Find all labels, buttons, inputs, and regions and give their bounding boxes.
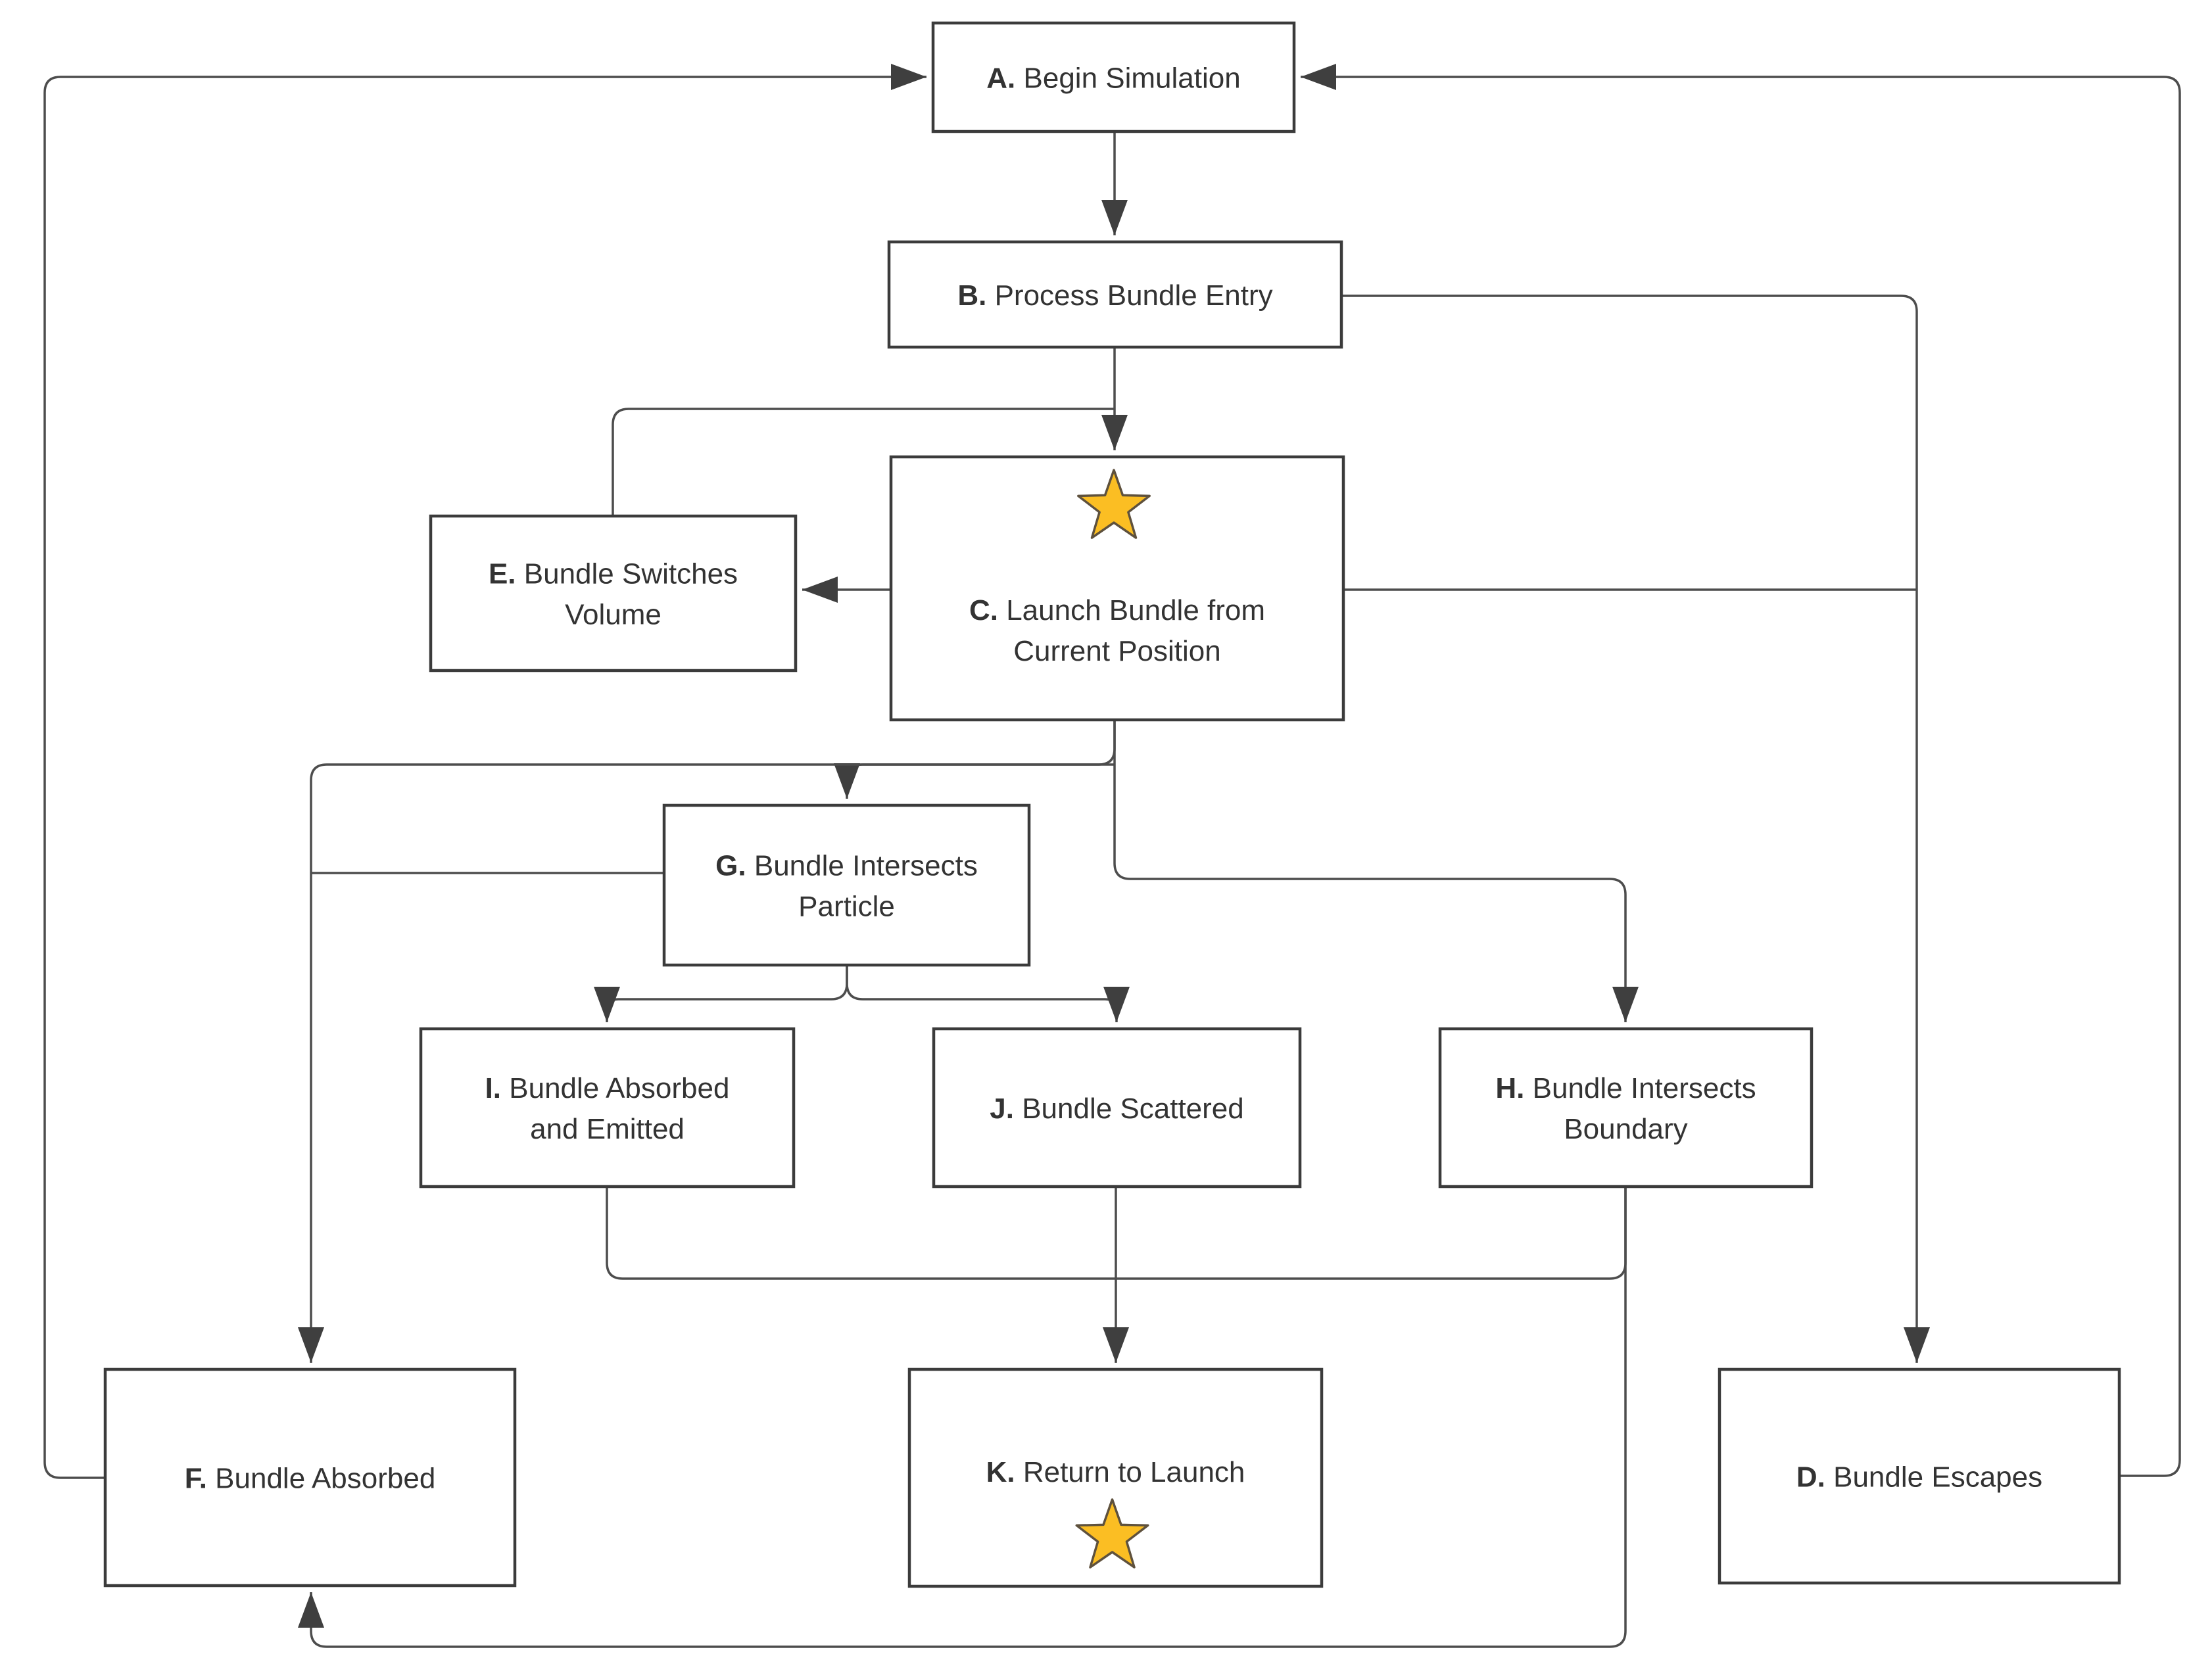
edge-h-to-k: [1116, 1187, 1627, 1280]
node-f-label: F. Bundle Absorbed: [185, 1463, 436, 1495]
edges-layer: [43, 64, 2181, 1648]
node-k: K. Return to Launch: [907, 1367, 1324, 1588]
node-b: B. Process Bundle Entry: [887, 240, 1343, 349]
edge-f-to-a: [43, 64, 926, 1479]
node-b-label: B. Process Bundle Entry: [957, 279, 1272, 312]
node-c-box: [889, 455, 1345, 722]
star-icon: [1075, 1498, 1149, 1569]
node-h-box: [1438, 1027, 1814, 1189]
edge-c-to-f: [298, 763, 1115, 1363]
node-j: J. Bundle Scattered: [932, 1027, 1302, 1189]
edge-g-to-i: [594, 965, 848, 1022]
nodes-layer: A. Begin Simulation B. Process Bundle Ent…: [103, 21, 2121, 1588]
node-i-box: [419, 1027, 796, 1189]
edge-h-to-f: [298, 1187, 1627, 1648]
edge-d-to-a: [1301, 64, 2181, 1477]
edge-g-to-j: [846, 965, 1130, 1022]
edge-b-to-d: [1341, 295, 1930, 1363]
node-a-label: A. Begin Simulation: [986, 62, 1240, 95]
node-d-box: [1718, 1367, 2121, 1585]
node-b-box: [887, 240, 1343, 349]
edge-c-to-g: [834, 720, 1116, 799]
edge-e-to-c: [612, 408, 1115, 516]
node-e-box: [429, 514, 798, 673]
star-icon: [1077, 469, 1151, 539]
node-k-label: K. Return to Launch: [986, 1456, 1245, 1488]
node-d-label: D. Bundle Escapes: [1796, 1461, 2042, 1494]
node-f: F. Bundle Absorbed: [103, 1367, 517, 1588]
node-f-box: [103, 1367, 517, 1588]
node-g-box: [662, 803, 1031, 967]
edge-i-to-k: [606, 1187, 1116, 1280]
edge-c-to-h: [1113, 720, 1639, 1022]
node-j-box: [932, 1027, 1302, 1189]
node-a-box: [931, 21, 1296, 133]
node-a: A. Begin Simulation: [931, 21, 1296, 133]
node-d: D. Bundle Escapes: [1718, 1367, 2121, 1585]
node-j-label: J. Bundle Scattered: [990, 1093, 1244, 1125]
